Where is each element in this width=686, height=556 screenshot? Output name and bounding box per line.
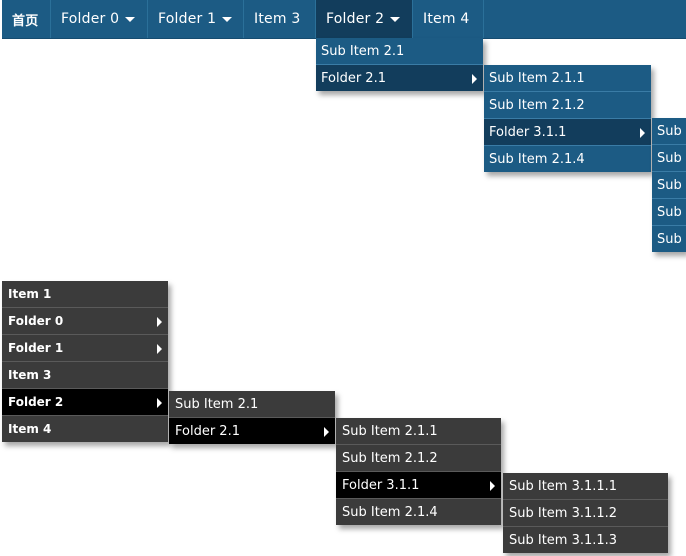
menu-item-label: Sub Item 3.1.1.2 [509,505,618,521]
menu-item-label: Folder 0 [8,314,64,328]
menu-item-label: Sub [657,204,682,220]
menu-item-label: Sub [657,177,682,193]
top-item-item-3-label: Item 3 [254,11,301,27]
menu-item-label: Item 3 [8,368,52,382]
chevron-right-icon [157,317,162,327]
side-item-4[interactable]: Item 4 [2,416,168,442]
menu-item-label: Folder 1 [8,341,64,355]
chevron-right-icon [324,427,329,437]
side-sub-item-2-1-2[interactable]: Sub Item 2.1.2 [336,445,501,472]
chevron-down-icon [125,17,136,22]
top-item-home-label: 首页 [12,13,39,29]
top-sub-item-3-1-1-4[interactable]: Sub [652,199,686,226]
side-folder-3-1-1[interactable]: Folder 3.1.1 [336,472,501,499]
top-item-folder-1-label: Folder 1 [158,11,217,27]
menu-item-label: Sub Item 2.1.4 [489,151,585,167]
side-item-1[interactable]: Item 1 [2,281,168,308]
top-menu-bar: 首页 Folder 0 Folder 1 Item 3 Folder 2 Ite… [2,0,686,38]
menu-item-label: Sub [657,123,682,139]
side-folder-3-1-1-submenu: Sub Item 3.1.1.1 Sub Item 3.1.1.2 Sub It… [503,473,668,553]
menu-item-label: Folder 2.1 [175,423,240,439]
menu-item-label: Sub Item 2.1.1 [489,70,585,86]
top-item-folder-0-label: Folder 0 [61,11,120,27]
top-folder-2-1[interactable]: Folder 2.1 [316,65,483,91]
menu-item-label: Sub [657,231,682,247]
menu-item-label: Sub Item 2.1 [321,43,405,59]
menu-item-label: Folder 3.1.1 [342,477,420,493]
menu-item-label: Item 1 [8,287,52,301]
menu-item-label: Sub Item 3.1.1.1 [509,478,618,494]
menu-item-label: Sub Item 2.1.2 [342,450,438,466]
side-folder-2[interactable]: Folder 2 [2,389,168,416]
menu-item-label: Sub Item 2.1.4 [342,504,438,520]
side-menu: Item 1 Folder 0 Folder 1 Item 3 Folder 2… [2,281,168,442]
side-sub-item-3-1-1-1[interactable]: Sub Item 3.1.1.1 [503,473,668,500]
top-item-item-4-label: Item 4 [423,11,470,27]
side-folder-1[interactable]: Folder 1 [2,335,168,362]
side-item-3[interactable]: Item 3 [2,362,168,389]
menu-item-label: Folder 2 [8,395,64,409]
side-sub-item-2-1-1[interactable]: Sub Item 2.1.1 [336,418,501,445]
menu-item-label: Sub Item 3.1.1.3 [509,532,618,548]
side-folder-2-1[interactable]: Folder 2.1 [169,418,335,444]
top-sub-item-2-1[interactable]: Sub Item 2.1 [316,38,483,65]
top-item-folder-0[interactable]: Folder 0 [51,0,148,38]
top-folder-2-submenu: Sub Item 2.1 Folder 2.1 [316,38,483,91]
top-sub-item-2-1-2[interactable]: Sub Item 2.1.2 [484,92,651,119]
menu-item-label: Folder 3.1.1 [489,124,567,140]
menu-item-label: Sub [657,150,682,166]
side-sub-item-3-1-1-3[interactable]: Sub Item 3.1.1.3 [503,527,668,553]
menu-item-label: Sub Item 2.1.2 [489,97,585,113]
side-folder-0[interactable]: Folder 0 [2,308,168,335]
side-sub-item-2-1-4[interactable]: Sub Item 2.1.4 [336,499,501,525]
chevron-right-icon [472,74,477,84]
chevron-right-icon [640,128,645,138]
top-folder-2-1-submenu: Sub Item 2.1.1 Sub Item 2.1.2 Folder 3.1… [484,65,651,172]
top-item-item-3[interactable]: Item 3 [244,0,316,38]
chevron-down-icon [390,17,401,22]
menu-item-label: Sub Item 2.1 [175,396,259,412]
top-sub-item-3-1-1-5[interactable]: Sub [652,226,686,252]
menu-item-label: Sub Item 2.1.1 [342,423,438,439]
chevron-down-icon [222,17,233,22]
top-item-folder-1[interactable]: Folder 1 [148,0,244,38]
menu-item-label: Item 4 [8,422,52,436]
side-sub-item-2-1[interactable]: Sub Item 2.1 [169,391,335,418]
top-item-folder-2[interactable]: Folder 2 [316,0,413,38]
top-sub-item-2-1-1[interactable]: Sub Item 2.1.1 [484,65,651,92]
menu-item-label: Folder 2.1 [321,70,386,86]
chevron-right-icon [490,481,495,491]
chevron-right-icon [157,398,162,408]
top-item-folder-2-label: Folder 2 [326,11,385,27]
chevron-right-icon [157,344,162,354]
top-folder-3-1-1-submenu: Sub Sub Sub Sub Sub [652,118,686,252]
top-item-item-4[interactable]: Item 4 [413,0,484,38]
top-sub-item-3-1-1-1[interactable]: Sub [652,118,686,145]
top-sub-item-2-1-4[interactable]: Sub Item 2.1.4 [484,146,651,172]
top-item-home[interactable]: 首页 [2,0,51,38]
side-sub-item-3-1-1-2[interactable]: Sub Item 3.1.1.2 [503,500,668,527]
side-folder-2-submenu: Sub Item 2.1 Folder 2.1 [169,391,335,444]
top-sub-item-3-1-1-3[interactable]: Sub [652,172,686,199]
side-folder-2-1-submenu: Sub Item 2.1.1 Sub Item 2.1.2 Folder 3.1… [336,418,501,525]
top-sub-item-3-1-1-2[interactable]: Sub [652,145,686,172]
top-folder-3-1-1[interactable]: Folder 3.1.1 [484,119,651,146]
